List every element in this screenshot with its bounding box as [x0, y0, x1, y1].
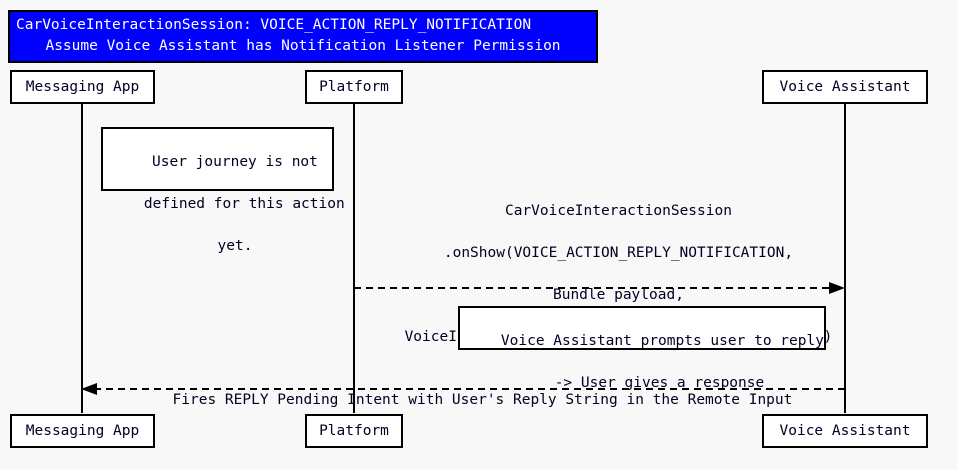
message-reply-intent-label: Fires REPLY Pending Intent with User's R… — [85, 369, 845, 432]
participant-header-messaging-app-label: Messaging App — [25, 79, 140, 95]
message-onshow-arrow-head — [829, 282, 845, 294]
message-reply-intent-line-1: Fires REPLY Pending Intent with User's R… — [172, 392, 793, 408]
note-voice-prompt: Voice Assistant prompts user to reply ->… — [458, 306, 826, 391]
message-reply-intent-arrow-head — [81, 383, 97, 395]
note-user-journey-line-3: yet. — [217, 238, 253, 254]
participant-header-voice-assistant-label: Voice Assistant — [779, 79, 911, 95]
participant-header-platform[interactable]: Platform — [305, 70, 403, 104]
participant-header-voice-assistant[interactable]: Voice Assistant — [762, 70, 928, 104]
message-onshow-arrow — [354, 282, 845, 294]
participant-header-platform-label: Platform — [319, 79, 389, 95]
diagram-title-banner: CarVoiceInteractionSession: VOICE_ACTION… — [8, 10, 598, 63]
message-onshow-line-1: CarVoiceInteractionSession — [504, 203, 732, 219]
diagram-title-line-2: Assume Voice Assistant has Notification … — [45, 38, 561, 54]
message-reply-intent-arrow — [81, 383, 845, 395]
participant-header-messaging-app[interactable]: Messaging App — [10, 70, 155, 104]
lifeline-voice-assistant — [844, 103, 846, 413]
diagram-title-line-1: CarVoiceInteractionSession: VOICE_ACTION… — [16, 17, 532, 33]
message-onshow-line-3: Bundle payload, — [552, 287, 684, 303]
participant-footer-messaging-app[interactable]: Messaging App — [10, 414, 155, 448]
note-user-journey-line-1: User journey is not — [152, 154, 318, 170]
participant-footer-messaging-app-label: Messaging App — [25, 423, 140, 439]
participant-footer-voice-assistant-label: Voice Assistant — [779, 423, 911, 439]
participant-footer-platform[interactable]: Platform — [305, 414, 403, 448]
lifeline-messaging-app — [81, 103, 83, 413]
note-user-journey: User journey is not defined for this act… — [101, 127, 345, 254]
note-voice-prompt-line-2: -> User gives a response — [554, 375, 765, 391]
message-onshow-line-2: .onShow(VOICE_ACTION_REPLY_NOTIFICATION, — [443, 245, 794, 261]
participant-footer-platform-label: Platform — [319, 423, 389, 439]
note-voice-prompt-line-1: Voice Assistant prompts user to reply — [500, 333, 824, 349]
lifeline-platform — [353, 103, 355, 413]
note-user-journey-line-2: defined for this action — [143, 196, 345, 212]
participant-footer-voice-assistant[interactable]: Voice Assistant — [762, 414, 928, 448]
